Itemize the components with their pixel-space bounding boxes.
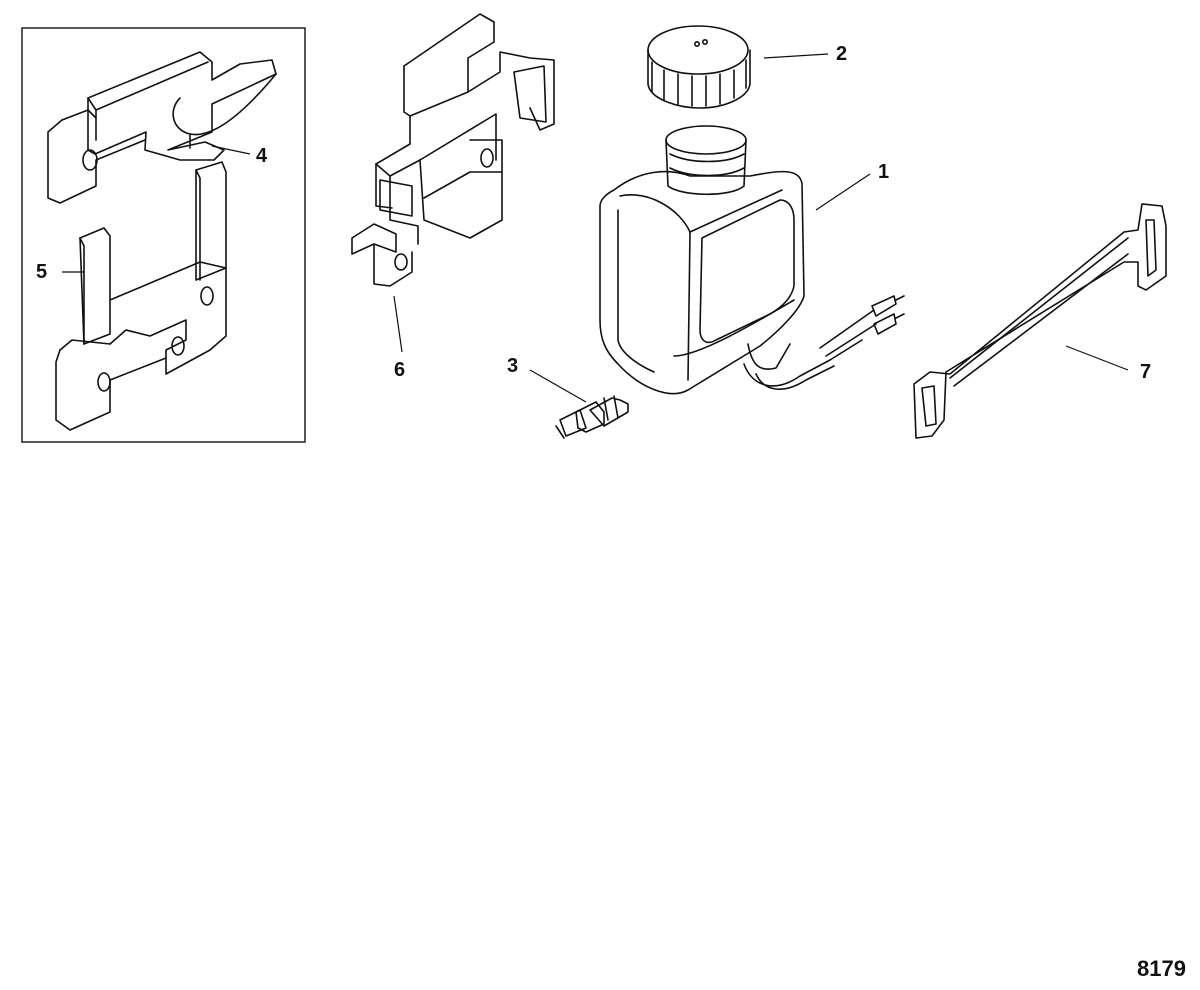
callout-5: 5 (36, 261, 47, 283)
leader-3 (529, 369, 587, 403)
retaining-strap-part (913, 203, 1167, 439)
callout-1: 1 (878, 161, 889, 183)
lower-clip-part (55, 161, 227, 431)
filler-cap-part (647, 25, 751, 109)
inset-frame (21, 27, 306, 443)
upper-clip-part (47, 51, 277, 204)
leader-7 (1065, 345, 1129, 371)
leader-4 (211, 145, 251, 155)
reservoir-tank-part (599, 125, 905, 395)
hose-fitting-part (555, 395, 629, 439)
callout-3: 3 (507, 355, 518, 377)
leader-1 (815, 173, 871, 211)
callout-6: 6 (394, 359, 405, 381)
leader-2 (763, 53, 829, 59)
mounting-bracket-part (351, 13, 555, 287)
callout-2: 2 (836, 43, 847, 65)
leader-6 (393, 295, 403, 353)
callout-4: 4 (256, 145, 268, 167)
callout-7: 7 (1140, 361, 1151, 383)
figure-number: 8179 (1137, 956, 1186, 981)
